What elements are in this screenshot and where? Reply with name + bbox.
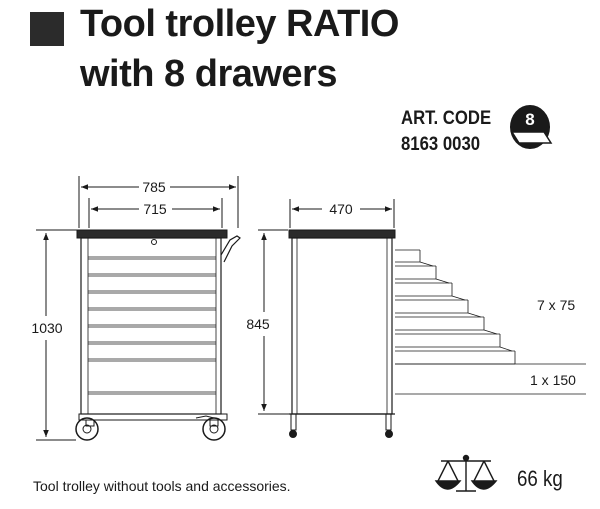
dim-depth: 470 [329, 201, 353, 217]
footnote-text: Tool trolley without tools and accessori… [33, 478, 291, 494]
page-title-line-2: with 8 drawers [80, 53, 337, 95]
drawer-spec-small: 7 x 75 [537, 297, 575, 313]
drawer-spec-large: 1 x 150 [530, 372, 576, 388]
side-view [288, 229, 586, 438]
weight-value: 66 kg [517, 466, 563, 491]
dim-body-width: 715 [143, 201, 167, 217]
drawer-count-icon: 8 [510, 105, 553, 149]
scale-icon [434, 454, 498, 492]
front-view [75, 229, 241, 441]
title-bullet [30, 12, 64, 46]
dim-overall-height: 1030 [31, 320, 62, 336]
dim-body-height: 845 [246, 316, 270, 332]
drawer-count-badge: 8 [525, 110, 534, 129]
art-code-label: ART. CODE [401, 108, 492, 129]
dim-overall-width: 785 [142, 179, 166, 195]
page-title-line-1: Tool trolley RATIO [80, 3, 399, 45]
art-code-value: 8163 0030 [401, 134, 481, 155]
